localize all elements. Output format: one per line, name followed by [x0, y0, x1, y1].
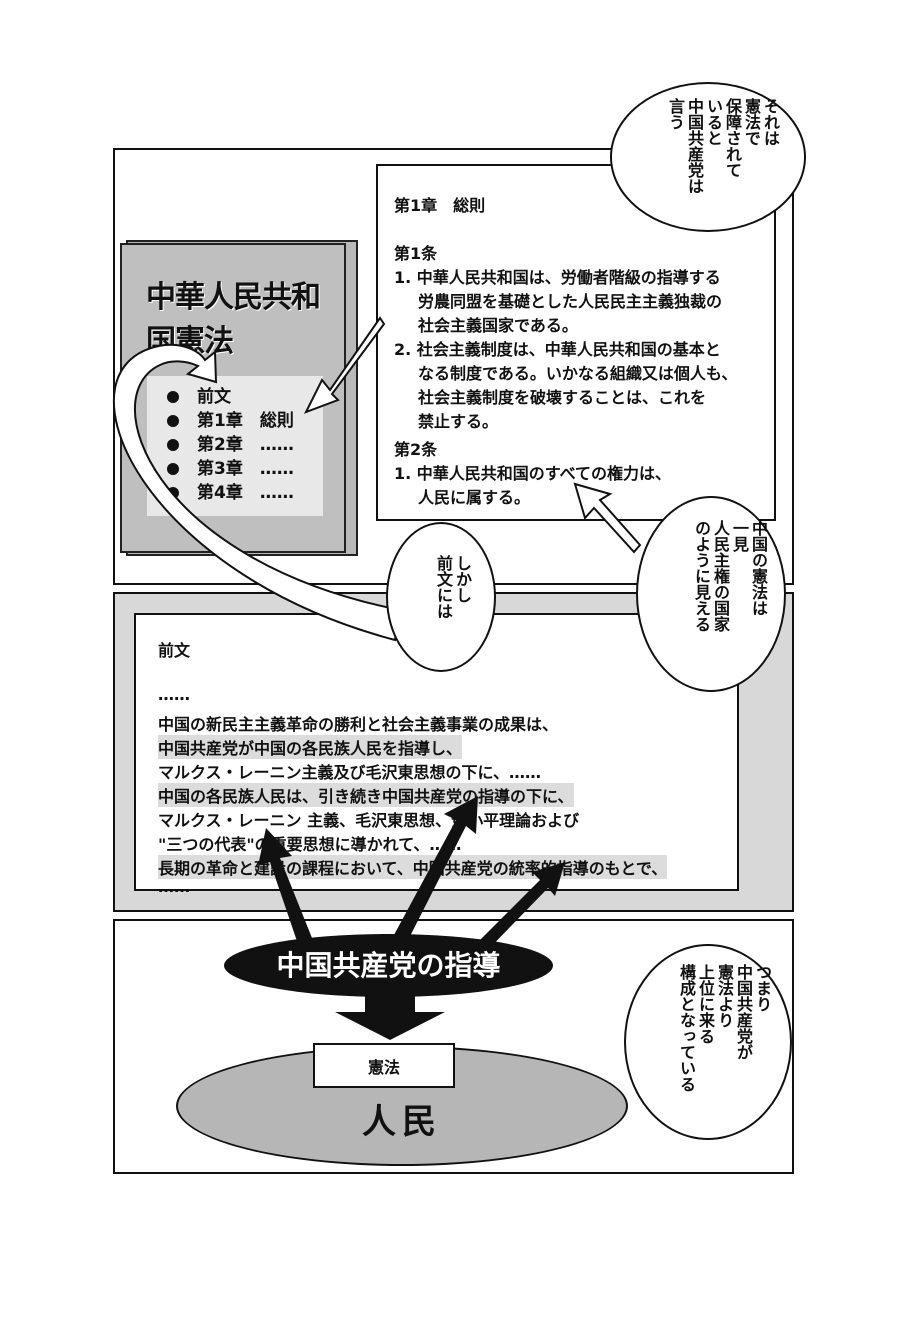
toc-item: 第2章 …… [167, 430, 294, 455]
cpc-leadership-label: 中国共産党の指導 [276, 949, 501, 982]
article-text-line: 2. 社会主義制度は、中華人民共和国の基本と [394, 340, 721, 359]
toc-item: 前文 [167, 382, 231, 407]
book-table-of-contents: 前文 第1章 総則 第2章 …… 第3章 …… 第4章 …… [147, 376, 323, 516]
speech-bubble-top [610, 82, 806, 232]
article-text-line: 社会主義国家である。 [418, 316, 578, 335]
arrow-up-2 [388, 796, 478, 952]
speech-bubble-middle-text: 中国の憲法は 一見 人民主権の国家 のように見える [692, 520, 768, 632]
preamble-text-line: 長期の革命と建設の課程において、中国共産党の統率的指導のもとで、 [158, 855, 668, 879]
preamble-text-line: マルクス・レーニン主義及び毛沢東思想の下に、…… [158, 763, 542, 782]
speech-bubble-preamble [386, 522, 496, 672]
arrow-to-chapter1 [303, 316, 386, 414]
preamble-text-line: …… [158, 685, 190, 704]
article-text-line: 人民に属する。 [418, 488, 531, 507]
article-text-line: 労農同盟を基礎とした人民民主主義独裁の [418, 292, 723, 311]
bullet-icon [167, 415, 179, 427]
article-text-line: 禁止する。 [418, 412, 499, 431]
article-text-line: 1. 中華人民共和国のすべての権力は、 [394, 464, 672, 483]
speech-bubble-preamble-text: しかし 前文には [434, 555, 472, 619]
people-label: 人民 [362, 1102, 442, 1142]
arrow-up-3 [470, 862, 565, 958]
toc-item-label: 第3章 …… [197, 459, 294, 479]
speech-bubble-bottom [624, 944, 792, 1140]
constitution-box [313, 1043, 455, 1088]
preamble-text-line: 中国の新民主主義革命の勝利と社会主義事業の成果は、 [158, 715, 559, 734]
toc-item-label: 第2章 …… [197, 435, 294, 455]
constitution-label: 憲法 [367, 1058, 400, 1077]
article-heading: 第1条 [394, 244, 438, 263]
bullet-icon [167, 439, 179, 451]
article-heading: 第2条 [394, 440, 438, 459]
toc-item-label: 前文 [197, 387, 231, 407]
bullet-icon [167, 463, 179, 475]
toc-item-label: 第4章 …… [197, 483, 294, 503]
speech-bubble-bottom-text: つまり 中国共産党が 憲法より 上位に来る 構成となっている [677, 964, 772, 1092]
preamble-text-line: "三つの代表"の重要思想に導かれて、…… [158, 835, 462, 854]
arrow-to-people-sovereignty [573, 482, 642, 554]
cpc-leadership-oval [224, 934, 553, 997]
article-text-line: 社会主義制度を破壊することは、これを [418, 388, 707, 407]
preamble-text-line: …… [158, 877, 190, 896]
curved-arrow-to-preamble [113, 343, 402, 642]
arrow-up-1 [258, 828, 316, 950]
chapter-heading: 第1章 総則 [394, 196, 486, 215]
article-text-line: 1. 中華人民共和国は、労働者階級の指導する [394, 268, 721, 287]
article-text-line: なる制度である。いかなる組織又は個人も、 [418, 364, 738, 383]
toc-item: 第3章 …… [167, 454, 294, 479]
speech-bubble-top-text: それは 憲法で 保障されて いると 中国共産党は 言う [666, 98, 780, 194]
speech-bubble-middle [636, 496, 786, 692]
bullet-icon [167, 391, 179, 403]
preamble-text-line: 中国共産党が中国の各民族人民を指導し、 [158, 735, 463, 759]
preamble-title: 前文 [158, 641, 191, 660]
down-arrow [335, 990, 445, 1040]
toc-item-label: 第1章 総則 [197, 411, 294, 431]
toc-item: 第1章 総則 [167, 406, 294, 431]
